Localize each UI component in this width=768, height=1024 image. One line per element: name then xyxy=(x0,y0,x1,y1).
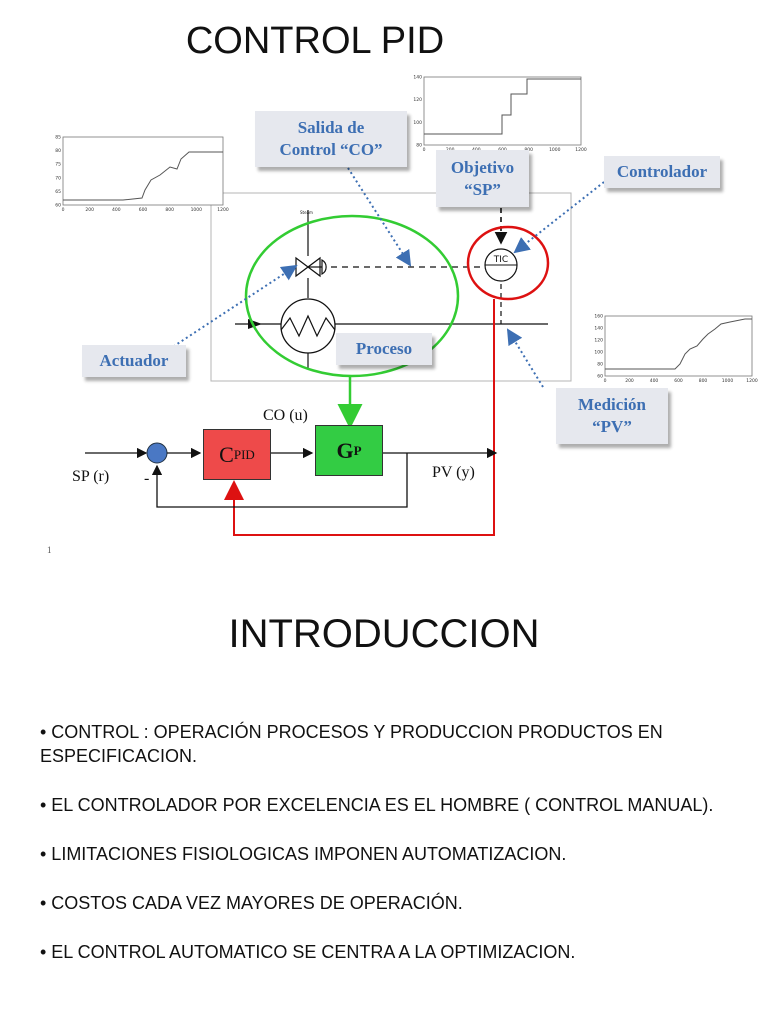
pv-chart: 0 200 400 600 800 1000 1200 60 80 100 120 140 160 xyxy=(594,314,757,385)
y-tick-label: 100 xyxy=(413,120,422,126)
process-frame xyxy=(210,192,572,382)
bullet-item: • CONTROL : OPERACIÓN PROCESOS Y PRODUCC… xyxy=(40,722,663,766)
x-tick-label: 1000 xyxy=(191,207,203,213)
cpid-sub: PID xyxy=(233,446,255,462)
x-tick-label: 400 xyxy=(112,207,121,213)
y-tick-label: 120 xyxy=(413,97,422,103)
callout-objetivo: Objetivo “SP” xyxy=(436,150,529,207)
x-tick-label: 600 xyxy=(674,378,683,384)
bullet-item: • COSTOS CADA VEZ MAYORES DE OPERACIÓN. xyxy=(40,893,463,913)
y-tick-label: 80 xyxy=(55,148,61,154)
bullet-item: • EL CONTROLADOR POR EXCELENCIA ES EL HO… xyxy=(40,795,714,815)
bullet-item: • LIMITACIONES FISIOLOGICAS IMPONEN AUTO… xyxy=(40,844,567,864)
x-tick-label: 0 xyxy=(62,207,65,213)
y-tick-label: 80 xyxy=(416,143,422,149)
co-chart-trace xyxy=(63,151,223,201)
y-tick-label: 140 xyxy=(594,326,603,332)
callout-medicion: Medición “PV” xyxy=(556,388,668,444)
x-tick-label: 200 xyxy=(85,207,94,213)
y-tick-label: 140 xyxy=(413,75,422,81)
y-tick-label: 120 xyxy=(594,338,603,344)
x-tick-label: 200 xyxy=(625,378,634,384)
red-arrow xyxy=(224,299,495,536)
x-tick-label: 0 xyxy=(604,378,607,384)
pointer-controlador xyxy=(513,181,605,254)
pv-chart-frame xyxy=(604,315,753,377)
gp-main: G xyxy=(336,437,354,463)
slide2-title: INTRODUCCION xyxy=(228,612,540,656)
pointer-actuador xyxy=(164,264,298,353)
summing-junction xyxy=(146,442,168,464)
y-tick-label: 65 xyxy=(55,189,61,195)
co-signal-label: CO (u) xyxy=(263,407,308,424)
x-tick-label: 1200 xyxy=(746,378,758,384)
x-tick-label: 400 xyxy=(650,378,659,384)
steam-label: Steam xyxy=(300,210,313,215)
x-tick-label: 800 xyxy=(165,207,174,213)
bullet-list: • CONTROL : OPERACIÓN PROCESOS Y PRODUCC… xyxy=(40,720,750,989)
x-tick-label: 1000 xyxy=(549,147,561,153)
pointer-medicion xyxy=(506,328,544,388)
process-highlight-circle xyxy=(244,214,460,378)
x-tick-label: 600 xyxy=(139,207,148,213)
y-tick-label: 80 xyxy=(597,362,603,368)
y-tick-label: 60 xyxy=(597,374,603,380)
minus-sign: - xyxy=(144,470,150,487)
y-tick-label: 160 xyxy=(594,314,603,320)
tic-instrument-icon xyxy=(484,248,518,282)
y-tick-label: 70 xyxy=(55,175,61,181)
y-tick-label: 60 xyxy=(55,203,61,209)
sp-chart-trace xyxy=(424,78,581,135)
sp-signal-label: SP (r) xyxy=(72,468,110,485)
pv-signal-label: PV (y) xyxy=(432,464,475,481)
heat-exchanger-icon xyxy=(280,210,336,368)
x-tick-label: 0 xyxy=(423,147,426,153)
co-chart: 0 200 400 600 800 1000 1200 60 65 70 75 80 85 xyxy=(55,135,229,214)
x-tick-label: 1200 xyxy=(575,147,587,153)
controller-highlight-circle xyxy=(466,225,550,301)
x-tick-label: 1000 xyxy=(722,378,734,384)
pointer-salida xyxy=(347,167,412,267)
page-number: 1 xyxy=(47,545,52,555)
callout-controlador: Controlador xyxy=(604,156,720,188)
y-tick-label: 85 xyxy=(55,135,61,141)
control-valve-icon xyxy=(295,256,327,278)
sp-chart: 02004006008001000120080100120140 xyxy=(413,75,586,154)
gp-sub: P xyxy=(353,442,362,458)
y-tick-label: 75 xyxy=(55,162,61,168)
bullet-item: • EL CONTROL AUTOMATICO SE CENTRA A LA O… xyxy=(40,942,576,962)
pv-chart-trace xyxy=(605,318,752,370)
cpid-main: C xyxy=(219,441,234,467)
feedback-loop xyxy=(151,453,408,508)
x-tick-label: 800 xyxy=(699,378,708,384)
callout-proceso: Proceso xyxy=(336,333,432,365)
y-tick-label: 100 xyxy=(594,350,603,356)
x-tick-label: 1200 xyxy=(217,207,229,213)
tic-label: TIC xyxy=(493,255,508,265)
sp-chart-frame xyxy=(423,76,582,146)
callout-salida-de-control: Salida de Control “CO” xyxy=(255,111,407,167)
callout-actuador: Actuador xyxy=(82,345,186,377)
co-chart-frame xyxy=(62,136,224,206)
slide1-title: CONTROL PID xyxy=(185,20,445,62)
